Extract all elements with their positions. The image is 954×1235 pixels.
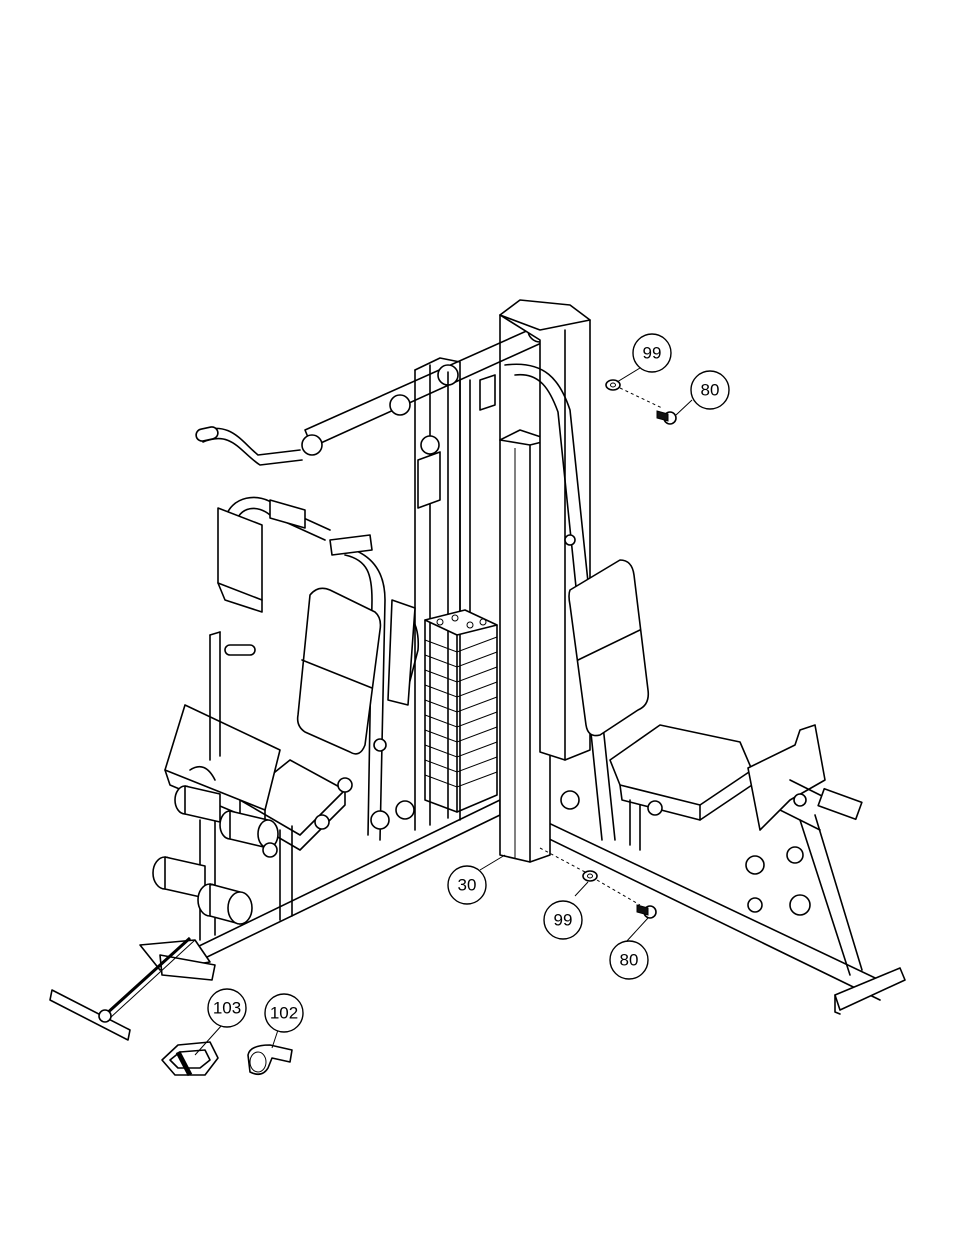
callout-label: 102 [270,1004,298,1023]
rear-upright [415,358,460,830]
callout-80-bottom: 80 [610,941,648,979]
callout-80-top: 80 [691,371,729,409]
callout-label: 103 [213,999,241,1018]
callout-99-bottom: 99 [544,901,582,939]
callout-99-top: 99 [633,334,671,372]
callout-103: 103 [208,989,246,1027]
callout-label: 80 [701,381,720,400]
overhead-boom [195,318,552,465]
callout-102: 102 [265,994,303,1032]
callout-30: 30 [448,866,486,904]
washer-top [606,380,662,408]
bolt-bottom [637,905,656,918]
callout-label: 99 [643,344,662,363]
callout-label: 80 [620,951,639,970]
callout-label: 99 [554,911,573,930]
callout-label: 30 [458,876,477,895]
strap-part [248,1045,292,1074]
bolt-top [657,411,676,424]
low-pulley-bar [50,938,215,1040]
handle-part [162,1042,218,1075]
